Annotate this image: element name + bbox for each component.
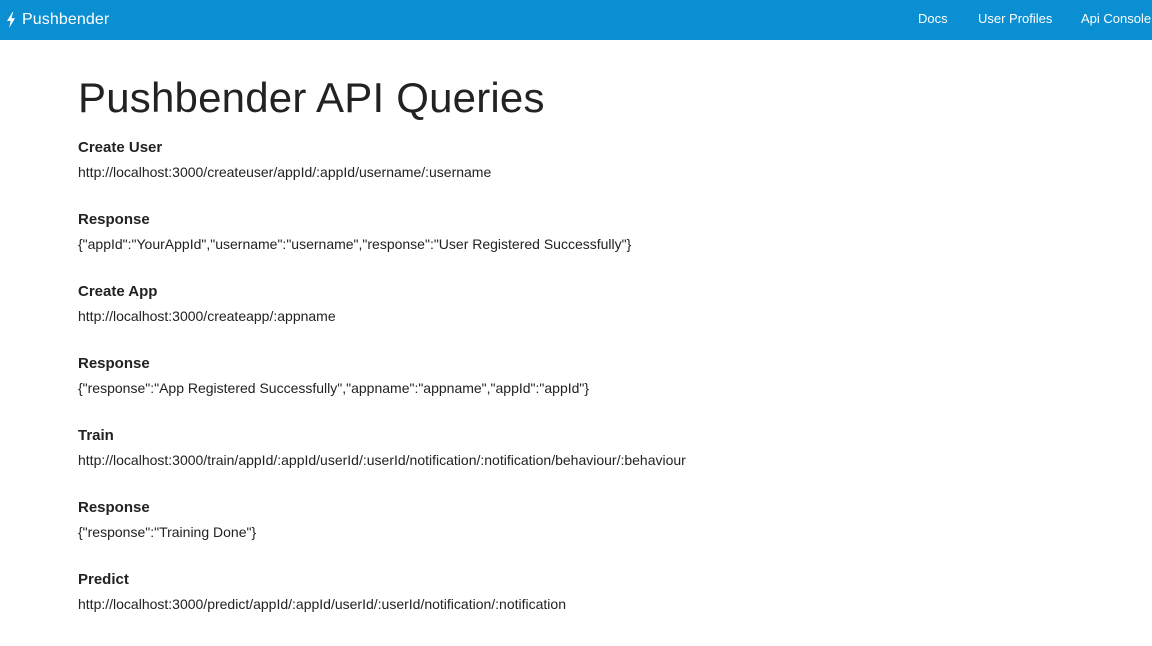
nav-link-api-console[interactable]: Api Console xyxy=(1081,11,1152,26)
query-section-predict: Predict http://localhost:3000/predict/ap… xyxy=(78,570,1128,614)
section-heading: Create App xyxy=(78,283,158,300)
page-title: Pushbender API Queries xyxy=(78,74,545,121)
response-body: {"appId":"YourAppId","username":"usernam… xyxy=(78,236,632,252)
query-section-response: Response {"appId":"YourAppId","username"… xyxy=(78,210,1128,254)
brand-name: Pushbender xyxy=(22,11,110,28)
query-section-response: Response {"response":"Training Done"} xyxy=(78,498,1128,542)
endpoint-url: http://localhost:3000/createapp/:appname xyxy=(78,308,336,324)
section-heading: Predict xyxy=(78,571,129,588)
top-navbar: Pushbender Docs User Profiles Api Consol… xyxy=(0,0,1152,40)
endpoint-url: http://localhost:3000/predict/appId/:app… xyxy=(78,596,566,612)
nav-link-user-profiles[interactable]: User Profiles xyxy=(978,11,1053,26)
brand-link[interactable]: Pushbender xyxy=(6,0,109,40)
nav-link-docs[interactable]: Docs xyxy=(918,11,948,26)
endpoint-url: http://localhost:3000/createuser/appId/:… xyxy=(78,164,492,180)
section-heading: Response xyxy=(78,499,150,516)
bolt-icon xyxy=(7,12,15,28)
section-heading: Response xyxy=(78,355,150,372)
section-heading: Train xyxy=(78,427,114,444)
query-section-create-user: Create User http://localhost:3000/create… xyxy=(78,138,1128,182)
response-body: {"response":"App Registered Successfully… xyxy=(78,380,590,396)
query-section-create-app: Create App http://localhost:3000/createa… xyxy=(78,282,1128,326)
section-heading: Response xyxy=(78,211,150,228)
endpoint-url: http://localhost:3000/train/appId/:appId… xyxy=(78,452,686,468)
query-section-train: Train http://localhost:3000/train/appId/… xyxy=(78,426,1128,470)
response-body: {"response":"Training Done"} xyxy=(78,524,257,540)
main-content: Pushbender API Queries Create User http:… xyxy=(78,72,1128,614)
query-section-response: Response {"response":"App Registered Suc… xyxy=(78,354,1128,398)
section-heading: Create User xyxy=(78,139,163,156)
